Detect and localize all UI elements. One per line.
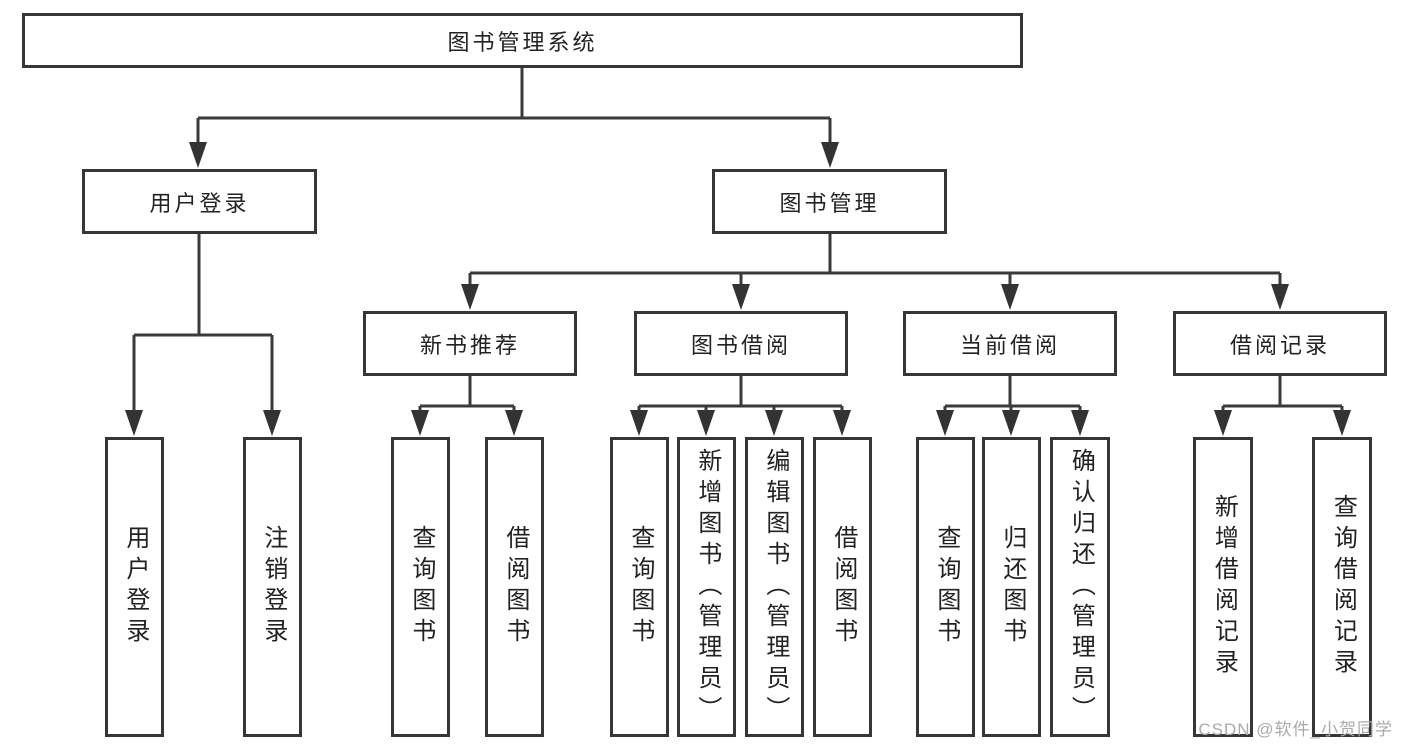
node-query-books-recommendation: 查询图书 bbox=[391, 437, 450, 737]
node-add-borrow-record: 新增借阅记录 bbox=[1193, 437, 1253, 737]
arrowhead bbox=[461, 284, 479, 310]
node-user-login-leaf: 用户登录 bbox=[105, 437, 164, 737]
node-query-books-borrowing: 查询图书 bbox=[610, 437, 669, 737]
node-query-borrow-record: 查询借阅记录 bbox=[1312, 437, 1372, 737]
node-label: 借阅记录 bbox=[1229, 332, 1330, 358]
node-label: 新书推荐 bbox=[419, 332, 520, 358]
node-label: 查询图书 bbox=[626, 525, 654, 649]
connector-book-management-branch bbox=[461, 234, 1289, 310]
node-book-borrowing: 图书借阅 bbox=[634, 311, 848, 376]
node-label: 确认归还（管理员） bbox=[1067, 447, 1095, 727]
arrowhead bbox=[821, 142, 839, 168]
node-confirm-return-admin: 确认归还（管理员） bbox=[1050, 437, 1110, 737]
arrowhead bbox=[125, 410, 143, 436]
node-label: 注销登录 bbox=[259, 525, 287, 649]
node-label: 图书管理系统 bbox=[447, 29, 598, 55]
node-return-books: 归还图书 bbox=[982, 437, 1041, 737]
arrowhead bbox=[936, 410, 954, 436]
node-new-book-recommendation: 新书推荐 bbox=[363, 311, 577, 376]
node-label: 图书借阅 bbox=[690, 332, 791, 358]
arrowhead bbox=[505, 410, 523, 436]
arrowhead bbox=[1333, 410, 1351, 436]
connector-user-login-branch bbox=[125, 234, 281, 436]
node-book-management: 图书管理 bbox=[712, 169, 947, 234]
node-label: 归还图书 bbox=[998, 525, 1026, 649]
node-label: 查询借阅记录 bbox=[1329, 494, 1357, 680]
node-library-management-system: 图书管理系统 bbox=[22, 13, 1023, 68]
node-borrow-books-recommendation: 借阅图书 bbox=[485, 437, 544, 737]
arrowhead bbox=[1271, 284, 1289, 310]
arrowhead bbox=[1071, 410, 1089, 436]
arrowhead bbox=[697, 410, 715, 436]
node-label: 用户登录 bbox=[149, 190, 250, 216]
arrowhead bbox=[765, 410, 783, 436]
arrowhead bbox=[1214, 410, 1232, 436]
node-edit-books-admin: 编辑图书（管理员） bbox=[745, 437, 804, 737]
arrowhead bbox=[732, 284, 750, 310]
node-label: 借阅图书 bbox=[501, 525, 529, 649]
node-label: 图书管理 bbox=[779, 190, 880, 216]
node-query-books-current: 查询图书 bbox=[916, 437, 975, 737]
csdn-watermark: CSDN @软件_小贺同学 bbox=[1198, 720, 1393, 739]
node-label: 当前借阅 bbox=[959, 332, 1060, 358]
arrowhead bbox=[263, 410, 281, 436]
arrowhead bbox=[189, 142, 207, 168]
connector-current-borrowing-branch bbox=[936, 376, 1089, 436]
arrowhead bbox=[411, 410, 429, 436]
node-logout: 注销登录 bbox=[243, 437, 302, 737]
connector-new-book-recommendation-branch bbox=[411, 376, 523, 436]
node-label: 查询图书 bbox=[407, 525, 435, 649]
node-label: 借阅图书 bbox=[829, 525, 857, 649]
connector-root-to-level2 bbox=[189, 68, 839, 168]
node-borrow-books: 借阅图书 bbox=[813, 437, 872, 737]
connector-book-borrowing-branch bbox=[630, 376, 851, 436]
node-label: 新增借阅记录 bbox=[1210, 494, 1238, 680]
arrowhead bbox=[833, 410, 851, 436]
node-borrowing-records: 借阅记录 bbox=[1173, 311, 1387, 376]
arrowhead bbox=[630, 410, 648, 436]
arrowhead bbox=[1001, 284, 1019, 310]
connector-borrowing-records-branch bbox=[1214, 376, 1351, 436]
node-current-borrowing: 当前借阅 bbox=[903, 311, 1117, 376]
node-user-login: 用户登录 bbox=[82, 169, 317, 234]
node-label: 编辑图书（管理员） bbox=[761, 447, 789, 727]
arrowhead bbox=[1002, 410, 1020, 436]
node-label: 用户登录 bbox=[121, 525, 149, 649]
node-label: 查询图书 bbox=[932, 525, 960, 649]
node-label: 新增图书（管理员） bbox=[693, 447, 721, 727]
node-add-books-admin: 新增图书（管理员） bbox=[677, 437, 736, 737]
